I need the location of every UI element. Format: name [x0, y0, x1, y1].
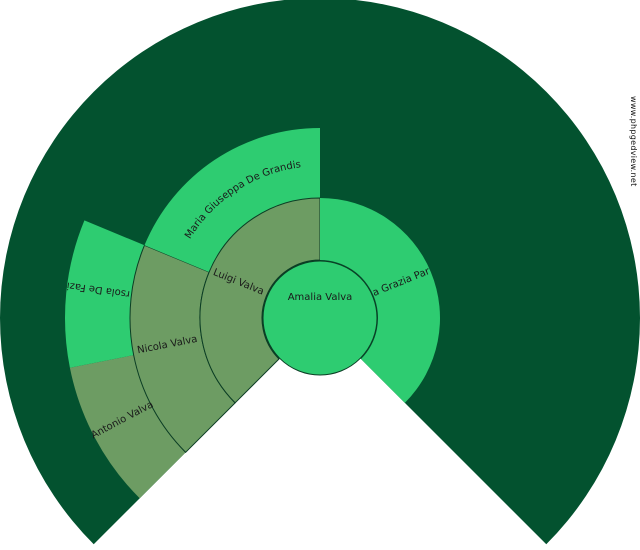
- segment-maria-giuseppa-de-grandis[interactable]: [144, 127, 320, 273]
- segment-antonio-valva[interactable]: [69, 355, 186, 499]
- segment-orsola-de-fazio[interactable]: [65, 220, 145, 368]
- segment-maria-grazia-parente[interactable]: [320, 198, 441, 403]
- watermark-text: www.phpgedview.net: [629, 96, 638, 187]
- label-amalia-valva: Amalia Valva: [288, 292, 353, 303]
- segment-luigi-valva[interactable]: [199, 197, 321, 404]
- center-person-circle[interactable]: [262, 260, 378, 376]
